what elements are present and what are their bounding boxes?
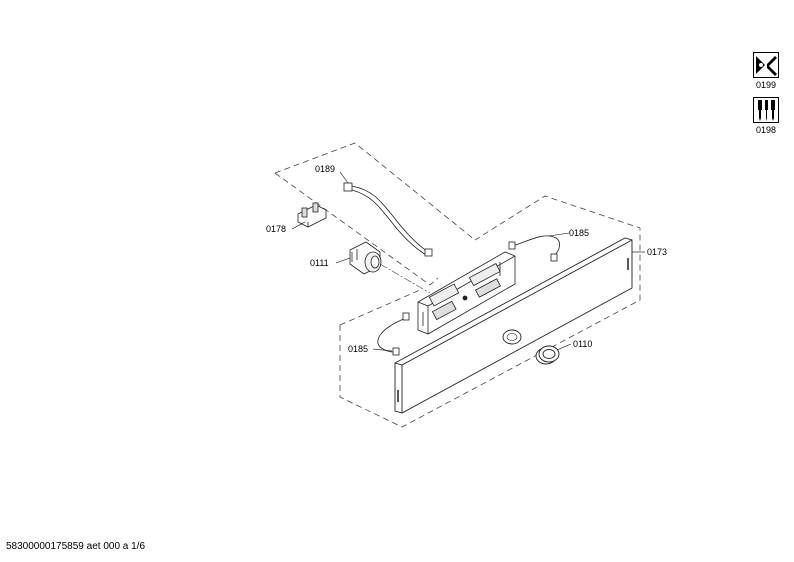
label-0189: 0189 xyxy=(315,164,335,174)
clip-0178 xyxy=(297,202,327,228)
electronic-module xyxy=(417,251,516,335)
label-0178: 0178 xyxy=(266,224,286,234)
cable-harness-0189 xyxy=(343,182,433,257)
label-0111: 0111 xyxy=(310,258,329,268)
tool-0198: 0198 xyxy=(751,97,781,135)
screwdriver-icon xyxy=(753,97,779,123)
document-footer: 58300000175859 aet 000 a 1/6 xyxy=(6,541,146,552)
tool-0199: 0199 xyxy=(751,52,781,90)
switch-0111 xyxy=(349,241,382,275)
tool-0199-label: 0199 xyxy=(755,80,777,90)
label-0185-top: 0185 xyxy=(569,228,589,238)
wrench-icon xyxy=(753,52,779,78)
label-0110: 0110 xyxy=(573,339,592,349)
leader-lines xyxy=(291,171,645,352)
ring-0110 xyxy=(535,345,560,365)
label-0185-bottom: 0185 xyxy=(348,344,368,354)
assembly-outline-lower xyxy=(339,195,641,428)
tool-0198-label: 0198 xyxy=(755,125,777,135)
control-panel-front xyxy=(394,237,633,414)
label-0173: 0173 xyxy=(647,247,667,257)
assembly-axis-0111 xyxy=(379,263,431,294)
assembly-outline-upper xyxy=(274,142,476,286)
cable-0185-top xyxy=(508,235,560,262)
cable-0185-bottom xyxy=(377,312,410,356)
